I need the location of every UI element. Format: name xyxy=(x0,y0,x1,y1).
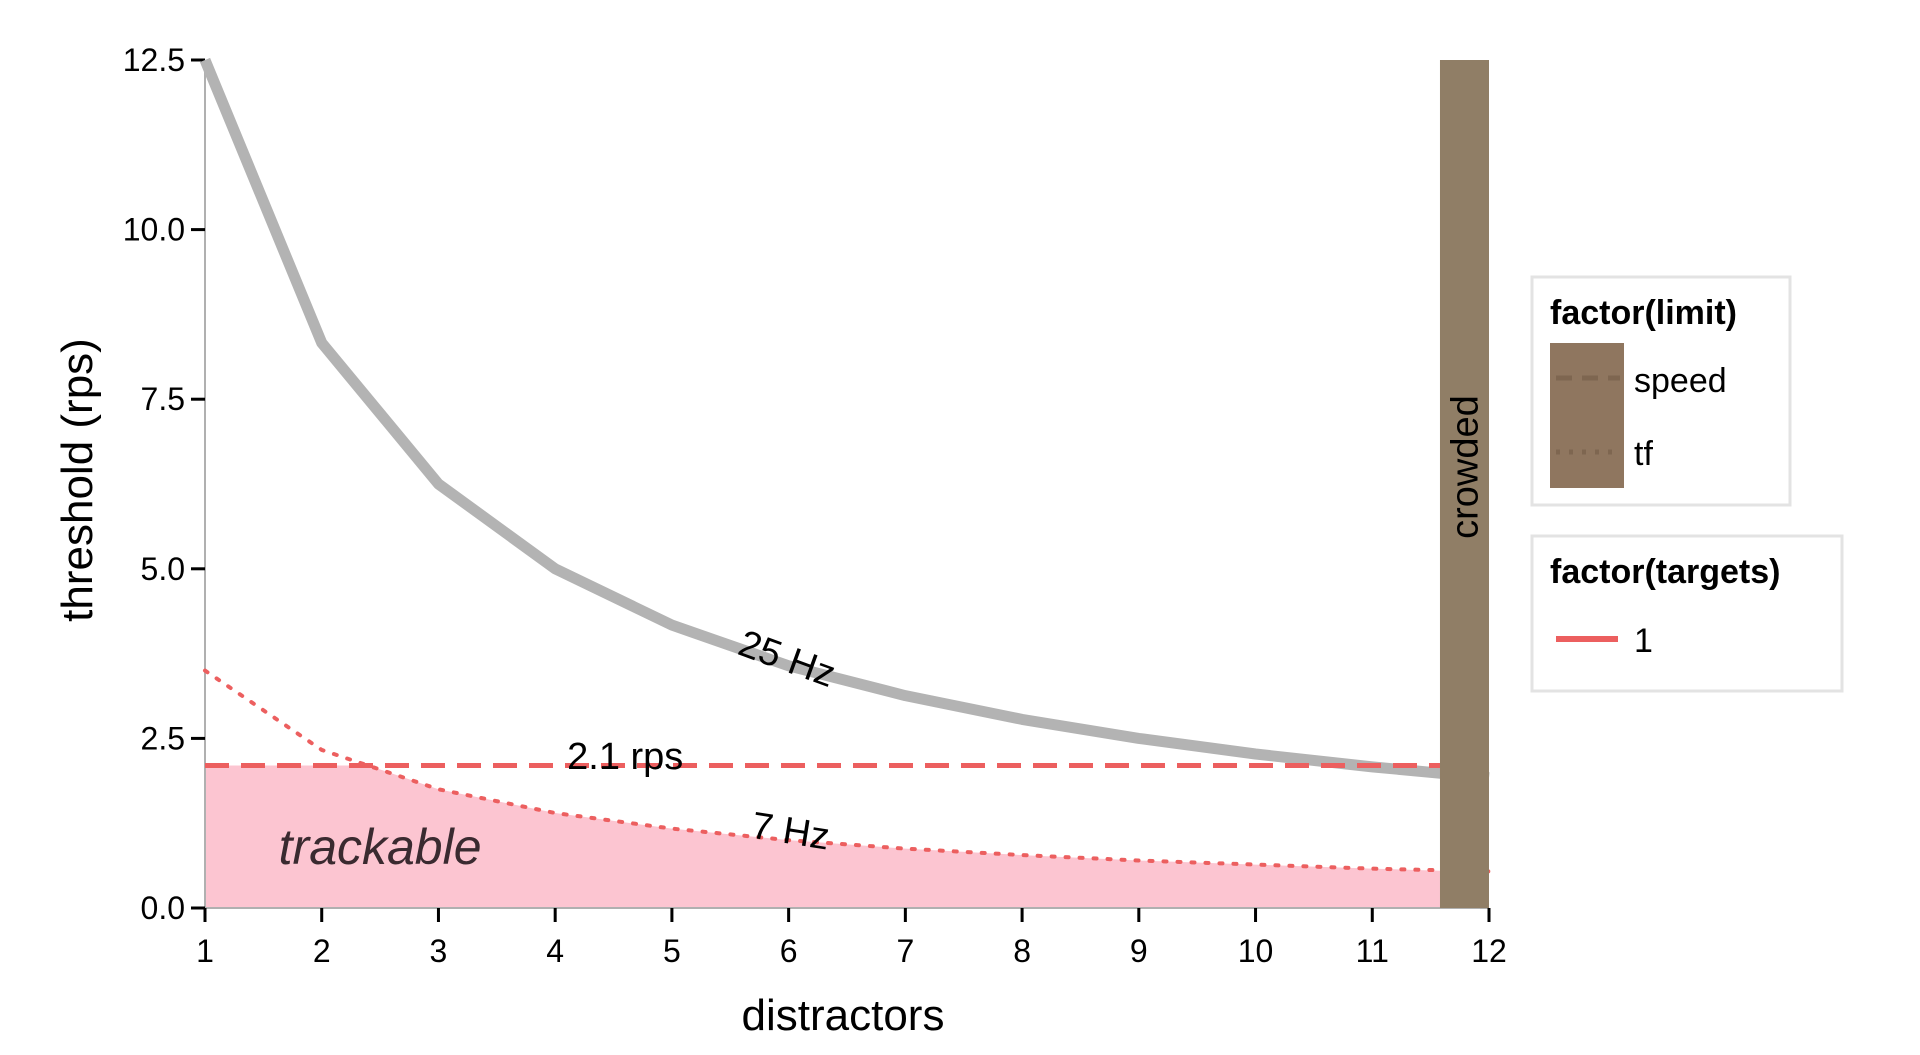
x-tick-label: 4 xyxy=(546,933,564,969)
lines-layer xyxy=(199,57,1491,874)
legend-speed-label: speed xyxy=(1634,362,1727,400)
legend-tf-label: tf xyxy=(1634,435,1653,473)
crowded-label: crowded xyxy=(1444,395,1486,539)
x-tick-label: 6 xyxy=(780,933,798,969)
x-tick-label: 1 xyxy=(196,933,214,969)
x-tick-label: 3 xyxy=(430,933,448,969)
crowded-region xyxy=(1439,60,1489,908)
legend-limit-title: factor(limit) xyxy=(1550,294,1737,332)
annotation-label: 2.1 rps xyxy=(567,736,683,778)
x-tick-label: 11 xyxy=(1356,933,1389,969)
legend-limit: factor(limit) speed tf xyxy=(1530,275,1792,507)
trackable-region xyxy=(205,765,1440,908)
y-tick-label: 5.0 xyxy=(141,551,185,587)
legend-limit-swatch xyxy=(1550,343,1624,488)
regions-layer xyxy=(205,765,1440,908)
legend-targets: factor(targets) 1 xyxy=(1530,534,1844,693)
crowded-layer: crowded xyxy=(1439,60,1489,908)
x-tick-label: 10 xyxy=(1238,933,1274,969)
x-tick-label: 5 xyxy=(663,933,681,969)
legend-target-1-label: 1 xyxy=(1634,622,1653,660)
legend-targets-title: factor(targets) xyxy=(1550,553,1780,591)
x-tick-label: 9 xyxy=(1130,933,1148,969)
x-axis-title: distractors xyxy=(742,991,945,1040)
x-tick-label: 7 xyxy=(896,933,914,969)
y-tick-label: 10.0 xyxy=(123,212,185,248)
tf-limit-line xyxy=(203,668,1491,874)
y-tick-label: 7.5 xyxy=(141,381,185,417)
x-tick-label: 12 xyxy=(1471,933,1507,969)
x-tick-label: 8 xyxy=(1013,933,1031,969)
y-tick-label: 0.0 xyxy=(141,890,185,926)
y-axis-title: threshold (rps) xyxy=(53,338,102,622)
legend-targets-box xyxy=(1530,534,1844,693)
y-tick-label: 2.5 xyxy=(141,720,185,756)
x-tick-label: 2 xyxy=(313,933,331,969)
trackable-label: trackable xyxy=(279,819,482,875)
frequency-limit-line xyxy=(199,57,1490,784)
y-tick-label: 12.5 xyxy=(123,42,185,78)
